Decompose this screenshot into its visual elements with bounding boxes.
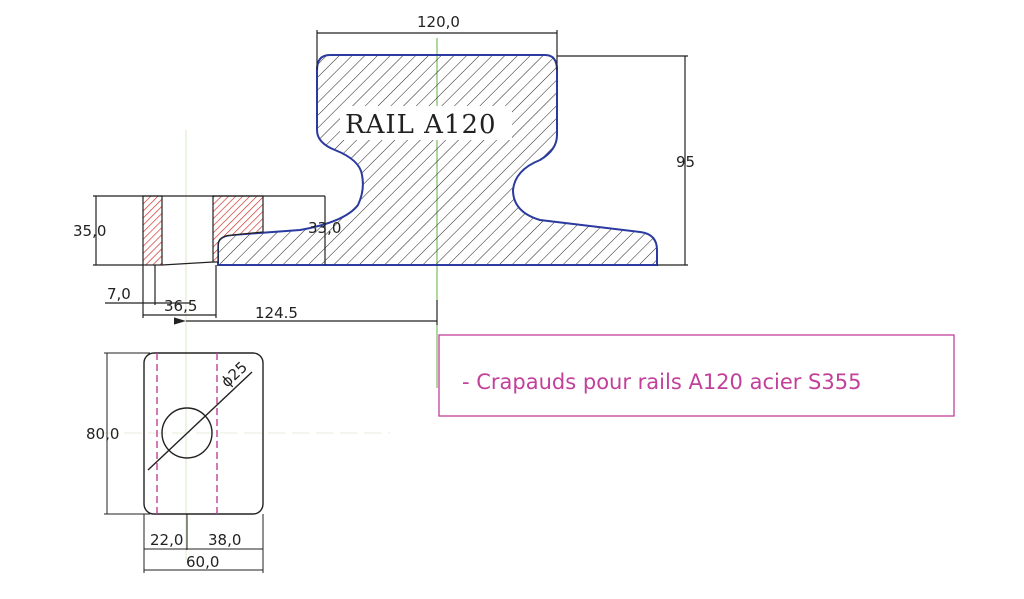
note-box [438,334,955,417]
dim-foot-overlap: 33,0 [308,219,341,237]
clamp-section [93,30,688,325]
dim-offset-small: 7,0 [107,285,131,303]
rail-profile [217,54,658,266]
dim-plate-height: 80,0 [86,425,119,443]
dim-plate-right: 38,0 [208,531,241,549]
rail-label-bg [340,106,512,140]
note-text: - Crapauds pour rails A120 acier S355 [462,370,861,394]
dim-plate-left: 22,0 [150,531,183,549]
dim-plate-width: 60,0 [186,553,219,571]
dim-clamp-length: 36,5 [164,297,197,315]
plate-top-view [104,352,264,573]
rail-label: RAIL A120 [345,110,497,140]
dim-clamp-height: 35,0 [73,222,106,240]
dim-rail-height: 95 [676,153,695,171]
dim-hole-diameter: ϕ25 [217,358,250,391]
dim-rail-width: 120,0 [417,13,460,31]
dim-axis-distance: 124.5 [255,304,298,322]
